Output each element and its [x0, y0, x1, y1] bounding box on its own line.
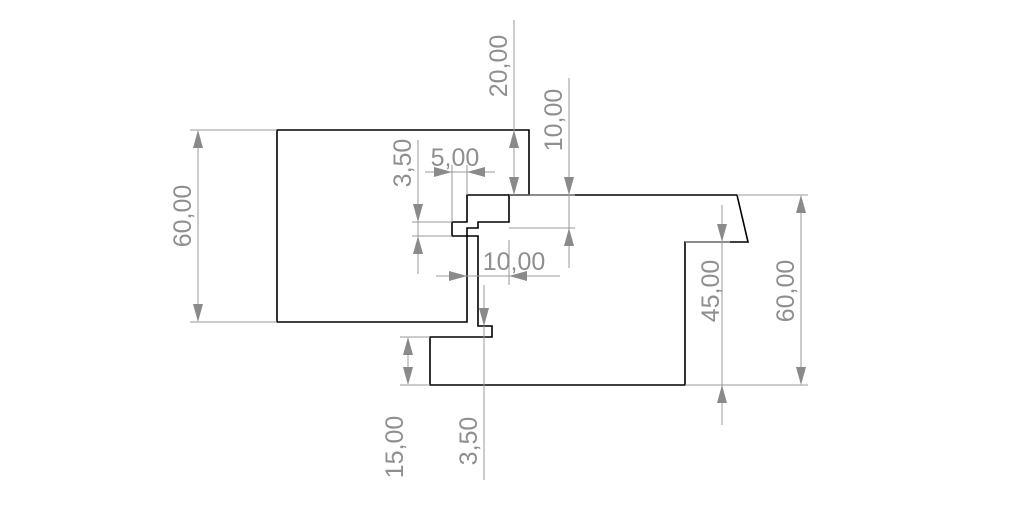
extension-lines [190, 20, 808, 480]
dim-right-height: 60,00 [772, 260, 800, 323]
dim-bottom-small-step: 3,50 [455, 417, 483, 466]
dim-step-10-vertical: 10,00 [540, 89, 568, 152]
left-profile-outline [276, 129, 530, 323]
dim-left-height: 60,00 [169, 185, 197, 248]
dim-bottom-left: 15,00 [381, 416, 409, 479]
dim-groove-width: 10,00 [483, 248, 546, 276]
dim-top-step: 20,00 [485, 35, 513, 98]
dim-bottom-depth: 45,00 [697, 260, 725, 323]
dimension-arrows [193, 130, 806, 403]
dim-tongue-width: 5,00 [431, 144, 480, 172]
dim-small-step: 3,50 [389, 139, 417, 188]
